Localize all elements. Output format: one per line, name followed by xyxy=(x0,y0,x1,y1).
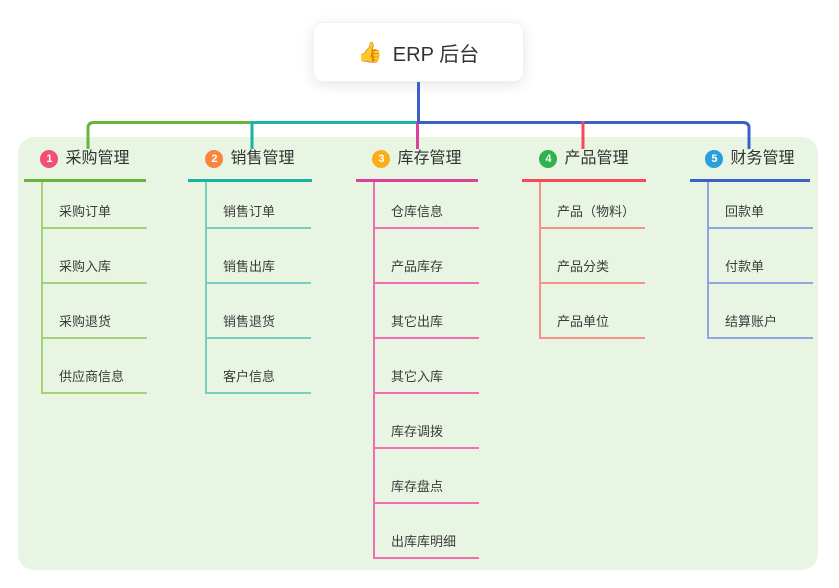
branch-purchase-children: 采购订单 采购入库 采购退货 供应商信息 xyxy=(41,182,147,394)
branch-number-badge: 5 xyxy=(705,150,724,168)
child-node[interactable]: 销售退货 xyxy=(207,284,311,339)
root-node-label: ERP 后台 xyxy=(392,43,480,66)
child-node[interactable]: 回款单 xyxy=(709,182,813,229)
child-node[interactable]: 库存盘点 xyxy=(375,449,479,504)
thumbs-up-icon: 👍 xyxy=(357,41,383,64)
branch-title-label: 产品管理 xyxy=(564,150,629,167)
branch-title-label: 采购管理 xyxy=(65,150,130,167)
branch-title-label: 财务管理 xyxy=(730,150,795,167)
child-node[interactable]: 其它入库 xyxy=(375,339,479,394)
branch-number-badge: 4 xyxy=(539,150,558,168)
branch-number-badge: 3 xyxy=(372,150,391,168)
child-node[interactable]: 销售出库 xyxy=(207,229,311,284)
branch-title-label: 库存管理 xyxy=(397,150,462,167)
child-node[interactable]: 销售订单 xyxy=(207,182,311,229)
branch-finance-title[interactable]: 5 财务管理 xyxy=(690,148,810,182)
branch-finance-children: 回款单 付款单 结算账户 xyxy=(707,182,813,339)
branch-purchase-title[interactable]: 1 采购管理 xyxy=(24,148,146,182)
child-node[interactable]: 结算账户 xyxy=(709,284,813,339)
child-node[interactable]: 库存调拨 xyxy=(375,394,479,449)
child-node[interactable]: 客户信息 xyxy=(207,339,311,394)
child-node[interactable]: 产品分类 xyxy=(541,229,645,284)
child-node[interactable]: 其它出库 xyxy=(375,284,479,339)
branch-inventory-title[interactable]: 3 库存管理 xyxy=(356,148,478,182)
branch-sales: 2 销售管理 销售订单 销售出库 销售退货 客户信息 xyxy=(188,148,312,394)
root-node[interactable]: 👍 ERP 后台 xyxy=(313,22,524,82)
child-node[interactable]: 采购入库 xyxy=(43,229,147,284)
branch-inventory: 3 库存管理 仓库信息 产品库存 其它出库 其它入库 库存调拨 库存盘点 出库库… xyxy=(356,148,479,559)
branch-number-badge: 2 xyxy=(205,150,224,168)
child-node[interactable]: 产品库存 xyxy=(375,229,479,284)
branch-product: 4 产品管理 产品（物料） 产品分类 产品单位 xyxy=(522,148,646,339)
branch-number-badge: 1 xyxy=(40,150,59,168)
branch-title-label: 销售管理 xyxy=(230,150,295,167)
branch-inventory-children: 仓库信息 产品库存 其它出库 其它入库 库存调拨 库存盘点 出库库明细 xyxy=(373,182,479,559)
child-node[interactable]: 产品（物料） xyxy=(541,182,646,229)
branch-sales-children: 销售订单 销售出库 销售退货 客户信息 xyxy=(205,182,311,394)
child-node[interactable]: 采购退货 xyxy=(43,284,147,339)
branch-product-title[interactable]: 4 产品管理 xyxy=(522,148,646,182)
branch-sales-title[interactable]: 2 销售管理 xyxy=(188,148,312,182)
child-node[interactable]: 付款单 xyxy=(709,229,813,284)
branch-finance: 5 财务管理 回款单 付款单 结算账户 xyxy=(690,148,813,339)
branch-purchase: 1 采购管理 采购订单 采购入库 采购退货 供应商信息 xyxy=(24,148,147,394)
child-node[interactable]: 供应商信息 xyxy=(43,339,147,394)
child-node[interactable]: 采购订单 xyxy=(43,182,147,229)
mindmap-canvas xyxy=(18,137,818,570)
branch-product-children: 产品（物料） 产品分类 产品单位 xyxy=(539,182,646,339)
child-node[interactable]: 出库库明细 xyxy=(375,504,479,559)
child-node[interactable]: 产品单位 xyxy=(541,284,645,339)
child-node[interactable]: 仓库信息 xyxy=(375,182,479,229)
